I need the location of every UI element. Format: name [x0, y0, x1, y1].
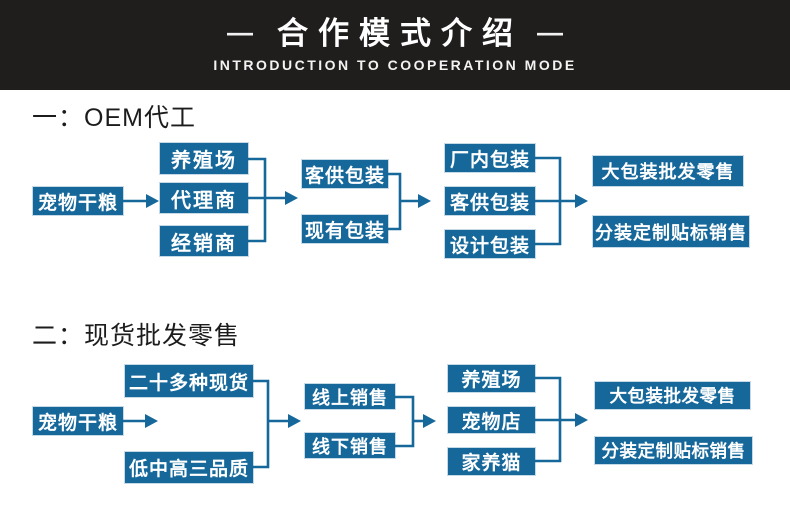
- s1-box-customer-supplied-packaging: 客供包装: [445, 187, 535, 215]
- title-dash-left: —: [227, 17, 253, 47]
- s1-box-design-packaging: 设计包装: [445, 230, 535, 258]
- s2-box-twenty-kinds-in-stock: 二十多种现货: [125, 365, 253, 397]
- banner-title-row: — 合作模式介绍 —: [227, 15, 563, 51]
- s2-box-pet-store: 宠物店: [448, 407, 535, 433]
- s2-box-three-quality-levels: 低中高三品质: [125, 452, 253, 483]
- s2-box-offline-sales: 线下销售: [305, 433, 395, 458]
- s1-box-pet-dry-food: 宠物干粮: [33, 187, 123, 215]
- banner-title: 合作模式介绍: [277, 15, 523, 51]
- s1-box-customer-packaging: 客供包装: [302, 160, 388, 188]
- s2-box-farm: 养殖场: [448, 365, 535, 392]
- s1-box-distributor: 经销商: [160, 226, 248, 256]
- title-dash-right: —: [537, 17, 563, 47]
- s1-box-custom-label-sales: 分装定制贴标销售: [593, 216, 749, 247]
- s1-box-existing-packaging: 现有包装: [302, 215, 388, 243]
- s2-box-bulk-wholesale-retail: 大包装批发零售: [595, 382, 750, 409]
- s2-box-custom-label-sales: 分装定制贴标销售: [595, 437, 752, 464]
- s1-box-agent: 代理商: [160, 183, 248, 213]
- s2-box-house-cat: 家养猫: [448, 448, 535, 475]
- section1-heading: 一：OEM代工: [32, 104, 196, 132]
- s1-box-farm: 养殖场: [160, 143, 248, 174]
- header-banner: — 合作模式介绍 — INTRODUCTION TO COOPERATION M…: [0, 0, 790, 90]
- section2-heading: 二：现货批发零售: [32, 322, 241, 350]
- s1-box-factory-packaging: 厂内包装: [445, 144, 535, 172]
- s2-box-online-sales: 线上销售: [305, 384, 395, 409]
- banner-subtitle: INTRODUCTION TO COOPERATION MODE: [213, 57, 577, 74]
- s1-box-bulk-wholesale-retail: 大包装批发零售: [593, 156, 743, 186]
- s2-box-pet-dry-food: 宠物干粮: [33, 407, 123, 435]
